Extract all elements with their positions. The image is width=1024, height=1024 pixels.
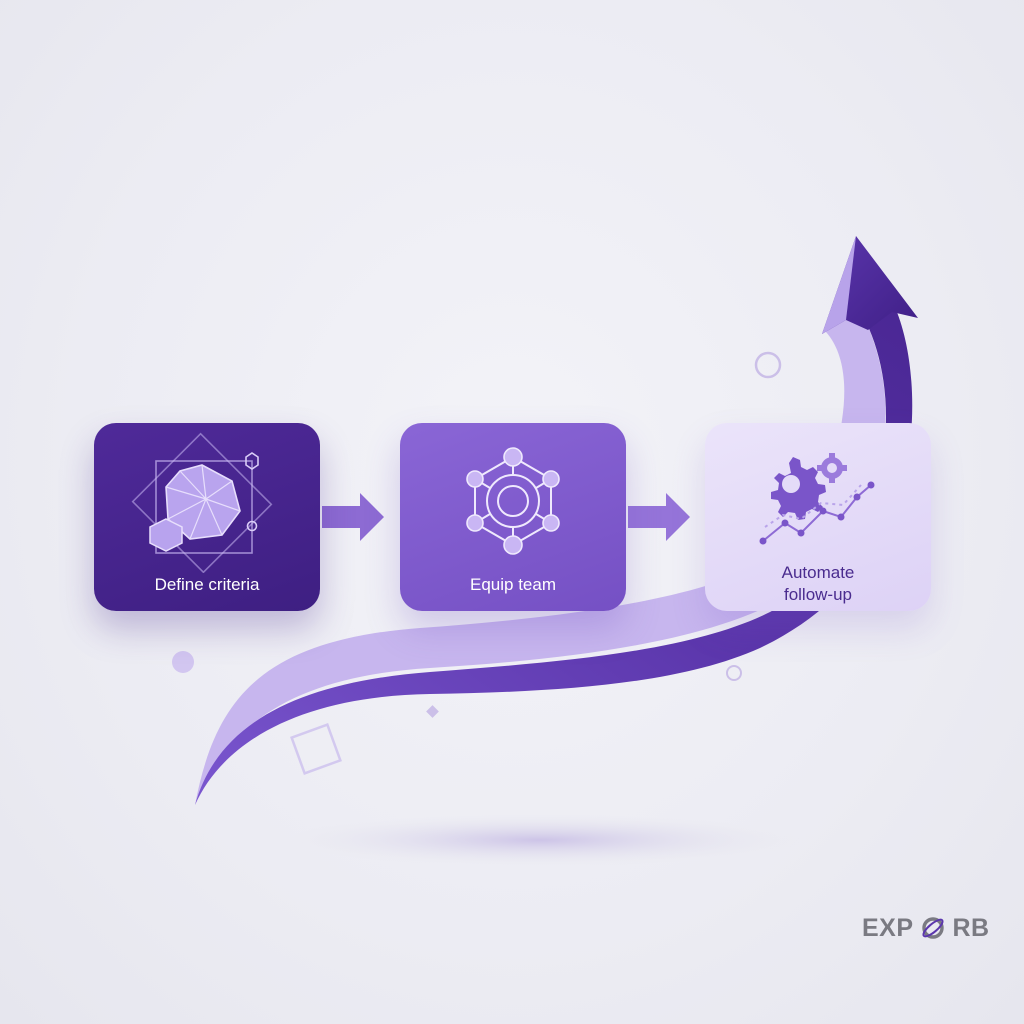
connector-arrow-1	[322, 493, 384, 541]
gear-icon	[817, 453, 847, 483]
brand-text-start: EXP	[862, 914, 914, 943]
network-nodes-icon	[466, 447, 560, 555]
step-card-equip-team: Equip team	[400, 423, 626, 611]
step-label: Define criteria	[154, 575, 260, 594]
dot-decoration-icon	[172, 651, 194, 673]
brand-logo: EXP RB	[862, 912, 990, 942]
rising-swoosh-arrow	[195, 236, 918, 805]
connector-arrow-2	[628, 493, 690, 541]
step-card-automate-follow-up: Automate follow-up	[705, 423, 931, 611]
arrow-right-icon	[628, 493, 690, 541]
diamond-decoration-icon	[426, 705, 439, 718]
gear-icon	[771, 457, 826, 520]
square-outline-decoration-icon	[290, 723, 342, 775]
arrow-right-icon	[322, 493, 384, 541]
ground-shadow	[280, 814, 800, 866]
gears-growth-chart-icon	[759, 453, 875, 545]
step-label: Automate follow-up	[781, 563, 855, 604]
orbit-o-logo-icon	[922, 917, 944, 940]
ring-decoration-icon	[726, 665, 742, 681]
step-card-define-criteria: Define criteria	[94, 423, 320, 611]
geometric-polyhedron-icon	[131, 432, 273, 573]
step-label: Equip team	[470, 575, 556, 594]
brand-text-end: RB	[952, 914, 990, 943]
ring-decoration-icon	[754, 351, 782, 379]
